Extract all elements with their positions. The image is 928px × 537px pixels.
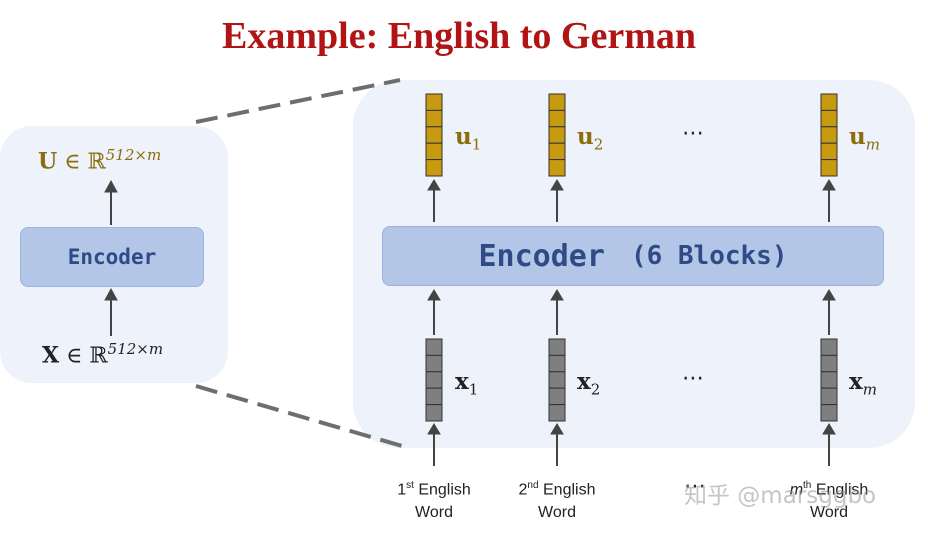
arrow-encoder-to-output-2	[550, 179, 564, 222]
output-matrix-var: U	[38, 148, 58, 175]
output-vector-2-cell	[548, 93, 566, 111]
input-ellipsis: ⋯	[682, 366, 704, 391]
input-vector-m-cell	[820, 338, 838, 356]
output-vector-m-cell	[820, 142, 838, 161]
diagram-title: Example: English to German	[222, 15, 696, 57]
arrow-input-to-encoder-2	[550, 289, 564, 335]
watermark: 知乎 @marsggbo	[684, 483, 877, 509]
word-label-2: 2nd English Word	[518, 480, 596, 522]
zoom-line-top	[195, 78, 401, 124]
input-vector-2-cell	[548, 338, 566, 356]
input-vector-1-cell	[425, 354, 443, 373]
input-vector-m-cell	[820, 354, 838, 373]
output-vector-2-cell	[548, 126, 566, 144]
output-vector-1	[425, 93, 443, 177]
output-label-1: u1	[455, 123, 482, 154]
word-label-m: mth English Word	[789, 480, 869, 522]
output-vector-1-cell	[425, 142, 443, 161]
arrow-input-to-encoder-1	[427, 289, 441, 335]
output-vector-m-cell	[820, 126, 838, 144]
output-matrix-set: ℝ	[87, 149, 106, 175]
encoder-small-label: Encoder	[67, 245, 157, 269]
left-arrow-up-bottom	[104, 287, 118, 336]
arrow-input-to-encoder-m	[822, 289, 836, 335]
arrow-word-to-input-2	[550, 423, 564, 466]
word-label-1: 1st English Word	[397, 480, 471, 522]
output-vector-2	[548, 93, 566, 177]
input-vector-m-cell	[820, 371, 838, 389]
output-ellipsis: ⋯	[682, 121, 704, 146]
output-vector-2-cell	[548, 159, 566, 177]
input-vector-2-cell	[548, 371, 566, 389]
output-vector-m-cell	[820, 109, 838, 128]
input-vector-m	[820, 338, 838, 422]
input-vector-2	[548, 338, 566, 422]
output-vector-1-cell	[425, 109, 443, 128]
word-ellipsis: ⋯	[684, 474, 706, 499]
input-matrix-dims: 512×m	[107, 340, 164, 358]
output-vector-m	[820, 93, 838, 177]
encoder-box-small: Encoder	[20, 227, 204, 287]
input-label-1: x1	[455, 368, 479, 399]
input-vector-1-cell	[425, 387, 443, 406]
input-matrix-set: ℝ	[89, 343, 108, 369]
input-label-m: xm	[849, 368, 877, 399]
output-vector-1-cell	[425, 93, 443, 111]
output-vector-1-cell	[425, 126, 443, 144]
input-vector-2-cell	[548, 404, 566, 422]
input-vector-1-cell	[425, 404, 443, 422]
input-vector-2-cell	[548, 387, 566, 406]
encoder-box-large: Encoder (6 Blocks)	[382, 226, 884, 286]
input-vector-m-cell	[820, 404, 838, 422]
input-vector-m-cell	[820, 387, 838, 406]
input-matrix-label: X ∈ ℝ512×m	[42, 340, 164, 369]
input-vector-1-cell	[425, 338, 443, 356]
input-label-2: x2	[577, 368, 601, 399]
output-vector-2-cell	[548, 142, 566, 161]
output-vector-m-cell	[820, 159, 838, 177]
left-arrow-up-top	[104, 179, 118, 225]
output-label-m: um	[849, 123, 880, 154]
encoder-large-sublabel: (6 Blocks)	[630, 241, 788, 271]
output-matrix-dims: 512×m	[105, 146, 162, 164]
encoder-large-label: Encoder	[478, 238, 605, 274]
input-vector-1-cell	[425, 371, 443, 389]
arrow-encoder-to-output-m	[822, 179, 836, 222]
input-matrix-var: X	[42, 342, 60, 369]
output-vector-1-cell	[425, 159, 443, 177]
arrow-word-to-input-1	[427, 423, 441, 466]
output-vector-2-cell	[548, 109, 566, 128]
zoom-line-bottom	[195, 384, 403, 448]
input-vector-1	[425, 338, 443, 422]
arrow-encoder-to-output-1	[427, 179, 441, 222]
output-matrix-label: U ∈ ℝ512×m	[38, 146, 162, 175]
input-vector-2-cell	[548, 354, 566, 373]
arrow-word-to-input-m	[822, 423, 836, 466]
output-label-2: u2	[577, 123, 604, 154]
output-vector-m-cell	[820, 93, 838, 111]
